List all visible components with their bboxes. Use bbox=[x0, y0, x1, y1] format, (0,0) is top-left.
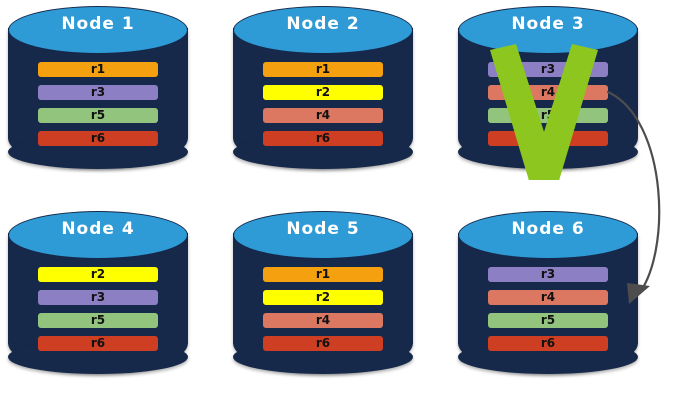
replica-bar[interactable]: r1 bbox=[263, 267, 383, 282]
node-2[interactable]: Node 2 r1 r2 r4 r6 bbox=[225, 0, 421, 180]
node-2-label: Node 2 bbox=[286, 14, 360, 34]
replica-bar[interactable]: r1 bbox=[38, 62, 158, 77]
cylinder-top bbox=[8, 6, 188, 54]
node-4[interactable]: Node 4 r2 r3 r5 r6 bbox=[0, 205, 196, 385]
node-6[interactable]: Node 6 r3 r4 r5 r6 bbox=[450, 205, 646, 385]
replica-bar[interactable]: r3 bbox=[38, 290, 158, 305]
replica-bar[interactable]: r4 bbox=[488, 290, 608, 305]
replica-bar[interactable]: r4 bbox=[488, 85, 608, 100]
replica-bar[interactable]: r1 bbox=[263, 62, 383, 77]
replica-bar[interactable]: r2 bbox=[263, 290, 383, 305]
replica-bar[interactable]: r4 bbox=[263, 108, 383, 123]
node-3-label: Node 3 bbox=[511, 14, 585, 34]
cylinder-top bbox=[233, 211, 413, 259]
cylinder-top bbox=[8, 211, 188, 259]
replica-bar[interactable]: r3 bbox=[488, 267, 608, 282]
node-5-label: Node 5 bbox=[286, 219, 360, 239]
replica-bar[interactable]: r2 bbox=[263, 85, 383, 100]
replica-bar[interactable]: r6 bbox=[488, 131, 608, 146]
replica-bar[interactable]: r6 bbox=[488, 336, 608, 351]
replica-bar[interactable]: r3 bbox=[38, 85, 158, 100]
node-6-label: Node 6 bbox=[511, 219, 585, 239]
node-4-label: Node 4 bbox=[61, 219, 135, 239]
node-1-replica-list: r1 r3 r5 r6 bbox=[38, 62, 158, 146]
replica-bar[interactable]: r5 bbox=[488, 108, 608, 123]
replica-bar[interactable]: r5 bbox=[488, 313, 608, 328]
node-5-replica-list: r1 r2 r4 r6 bbox=[263, 267, 383, 351]
node-1[interactable]: Node 1 r1 r3 r5 r6 bbox=[0, 0, 196, 180]
node-3-replica-list: r3 r4 r5 r6 bbox=[488, 62, 608, 146]
cylinder-top bbox=[233, 6, 413, 54]
node-1-label: Node 1 bbox=[61, 14, 135, 34]
replica-bar[interactable]: r6 bbox=[263, 131, 383, 146]
replica-bar[interactable]: r6 bbox=[38, 336, 158, 351]
replica-bar[interactable]: r5 bbox=[38, 313, 158, 328]
node-6-replica-list: r3 r4 r5 r6 bbox=[488, 267, 608, 351]
replica-bar[interactable]: r2 bbox=[38, 267, 158, 282]
node-2-replica-list: r1 r2 r4 r6 bbox=[263, 62, 383, 146]
replica-bar[interactable]: r6 bbox=[38, 131, 158, 146]
replica-bar[interactable]: r5 bbox=[38, 108, 158, 123]
node-3[interactable]: Node 3 r3 r4 r5 r6 bbox=[450, 0, 646, 180]
replica-bar[interactable]: r4 bbox=[263, 313, 383, 328]
node-4-replica-list: r2 r3 r5 r6 bbox=[38, 267, 158, 351]
replica-bar[interactable]: r3 bbox=[488, 62, 608, 77]
replica-bar[interactable]: r6 bbox=[263, 336, 383, 351]
node-5[interactable]: Node 5 r1 r2 r4 r6 bbox=[225, 205, 421, 385]
